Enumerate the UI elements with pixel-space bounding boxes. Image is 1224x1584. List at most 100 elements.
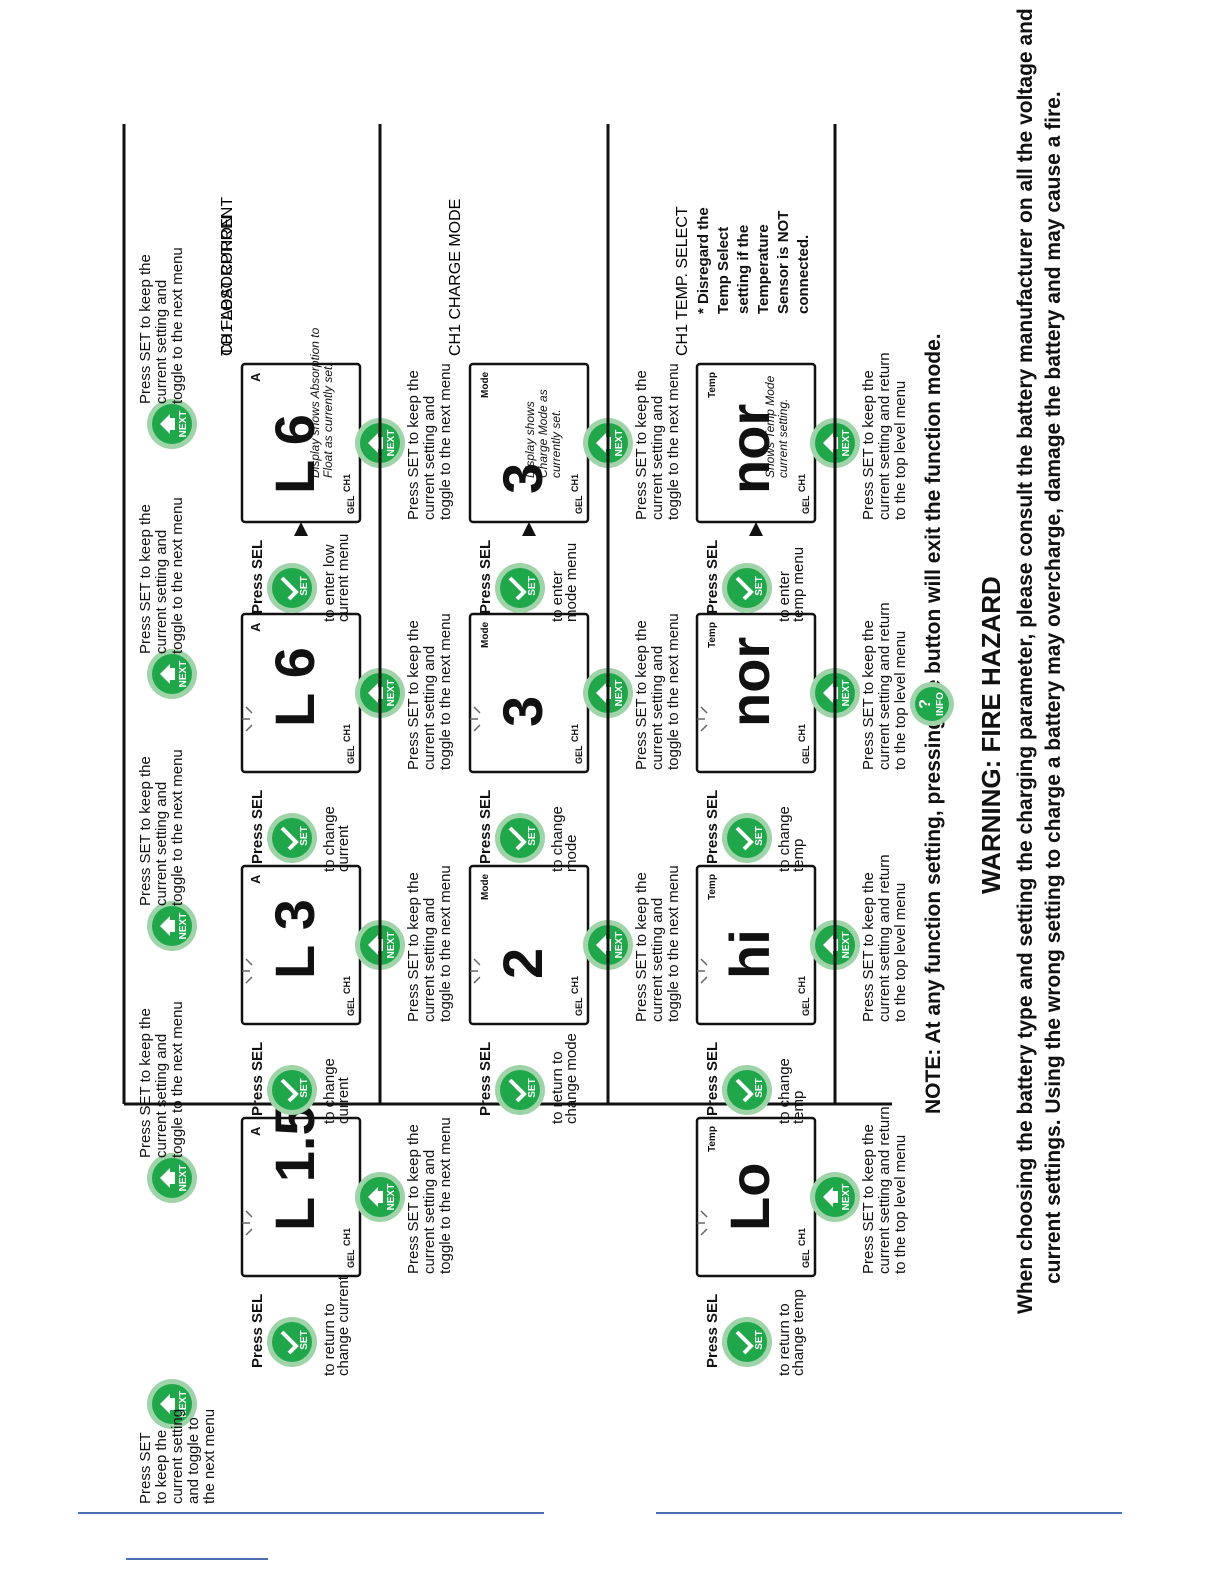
next-action-text: current setting and — [649, 396, 666, 520]
top-next-text: Press SET to keep the — [137, 254, 154, 404]
top-next-text: toggle to the next menu — [169, 247, 186, 404]
next-button[interactable]: NEXT — [810, 1172, 860, 1222]
set-button[interactable]: SET — [267, 1317, 317, 1367]
lcd-unit: Mode — [480, 621, 491, 648]
lcd-unit: Mode — [480, 873, 491, 900]
blink-indicator — [697, 706, 708, 732]
set-button[interactable]: SET — [267, 813, 317, 863]
press-sel-label: Press SEL — [704, 1042, 721, 1116]
top-next-button[interactable]: NEXT — [147, 1153, 197, 1203]
set-button[interactable]: SET — [722, 1317, 772, 1367]
info-button[interactable]: ?INFO — [910, 682, 954, 726]
top-next-button[interactable]: NEXT — [147, 649, 197, 699]
lcd-value: nor — [718, 404, 781, 494]
info-button-face — [915, 687, 949, 721]
next-action-text: toggle to the next menu — [665, 613, 682, 770]
top-last-text: and toggle to — [185, 1417, 202, 1504]
warning-line: current settings. Using the wrong settin… — [1042, 91, 1065, 1284]
lcd-gel-label: GEL — [801, 997, 811, 1016]
next-action-text: toggle to the next menu — [437, 865, 454, 1022]
next-action-text: current setting and — [421, 898, 438, 1022]
press-sel-label: Press SEL — [249, 790, 266, 864]
next-action-text: Press SET to keep the — [633, 620, 650, 770]
row-title-line: CH1 CHARGE MODE — [447, 199, 464, 356]
lcd-unit: Temp — [707, 372, 718, 398]
home-icon — [160, 664, 175, 684]
lcd-value: L 6 — [263, 647, 326, 727]
next-action-text: Press SET to keep the — [860, 1124, 877, 1274]
set-button-label: SET — [299, 826, 310, 845]
checkmark-icon — [735, 826, 754, 851]
blink-indicator — [697, 1210, 708, 1236]
lcd-channel-label: CH1 — [797, 474, 807, 492]
set-button-label: SET — [754, 1078, 765, 1097]
next-action-text: toggle to the next menu — [437, 613, 454, 770]
lcd-value: 3 — [491, 696, 554, 727]
set-action-label: temp — [790, 1091, 807, 1124]
top-next-text: current setting and — [153, 530, 170, 654]
set-button[interactable]: SET — [722, 1065, 772, 1115]
lcd-value: Lo — [718, 1163, 781, 1231]
set-button[interactable]: SET — [495, 1065, 545, 1115]
lcd-gel-label: GEL — [346, 495, 356, 514]
warning-title: WARNING: FIRE HAZARD — [976, 576, 1006, 894]
lcd-channel-label: CH1 — [570, 474, 580, 492]
next-button-label: NEXT — [614, 430, 625, 457]
top-last-text: to keep the — [153, 1430, 170, 1504]
lcd-note-line: current setting. — [776, 399, 790, 478]
lcd-value: L 1.5 — [263, 1104, 326, 1231]
lcd-note-line: Display shows Absorption to — [308, 327, 322, 478]
top-next-text: current setting and — [153, 782, 170, 906]
next-action-text: Press SET to keep the — [405, 620, 422, 770]
press-sel-label: Press SEL — [704, 790, 721, 864]
lcd-gel-label: GEL — [801, 1249, 811, 1268]
press-sel-label: Press SEL — [249, 540, 266, 614]
checkmark-icon — [735, 576, 754, 601]
next-action-text: Press SET to keep the — [633, 872, 650, 1022]
disclaimer-line: Temperature — [755, 224, 772, 314]
disclaimer-line: connected. — [795, 235, 812, 314]
next-button-label: NEXT — [614, 680, 625, 707]
top-next-button[interactable]: NEXT — [147, 399, 197, 449]
set-action-label: to change — [321, 1058, 338, 1124]
set-button[interactable]: SET — [495, 563, 545, 613]
set-button[interactable]: SET — [495, 813, 545, 863]
next-button-label: NEXT — [841, 1184, 852, 1211]
lcd-channel-label: CH1 — [570, 724, 580, 742]
checkmark-icon — [280, 1330, 299, 1355]
lcd-note-line: currently set. — [549, 409, 563, 478]
next-button[interactable]: NEXT — [355, 1172, 405, 1222]
lcd-channel-label: CH1 — [342, 474, 352, 492]
next-action-text: current setting and return — [876, 854, 893, 1022]
set-action-label: to return to — [321, 1303, 338, 1376]
set-button[interactable]: SET — [267, 1065, 317, 1115]
press-sel-label: Press SEL — [704, 1294, 721, 1368]
set-button[interactable]: SET — [722, 563, 772, 613]
blink-indicator — [242, 1210, 253, 1236]
lcd-unit: A — [248, 622, 263, 632]
set-action-label: change temp — [790, 1289, 807, 1376]
set-action-label: change current — [335, 1275, 352, 1376]
checkmark-icon — [508, 826, 527, 851]
top-next-button[interactable]: NEXT — [147, 901, 197, 951]
arrow-into-row — [294, 522, 308, 536]
lcd-value: L 3 — [263, 899, 326, 979]
set-button[interactable]: SET — [722, 813, 772, 863]
lcd-channel-label: CH1 — [797, 1228, 807, 1246]
press-sel-label: Press SEL — [477, 790, 494, 864]
next-button-label: NEXT — [841, 430, 852, 457]
next-action-text: to the top level menu — [892, 381, 909, 520]
question-icon: ? — [917, 699, 934, 709]
next-button-label: NEXT — [614, 932, 625, 959]
blink-indicator — [470, 706, 481, 732]
set-action-label: to change — [776, 806, 793, 872]
press-sel-label: Press SEL — [249, 1042, 266, 1116]
set-button[interactable]: SET — [267, 563, 317, 613]
set-action-label: to change — [549, 806, 566, 872]
next-action-text: current setting and return — [876, 352, 893, 520]
top-next-button[interactable]: NEXT — [147, 1379, 197, 1429]
